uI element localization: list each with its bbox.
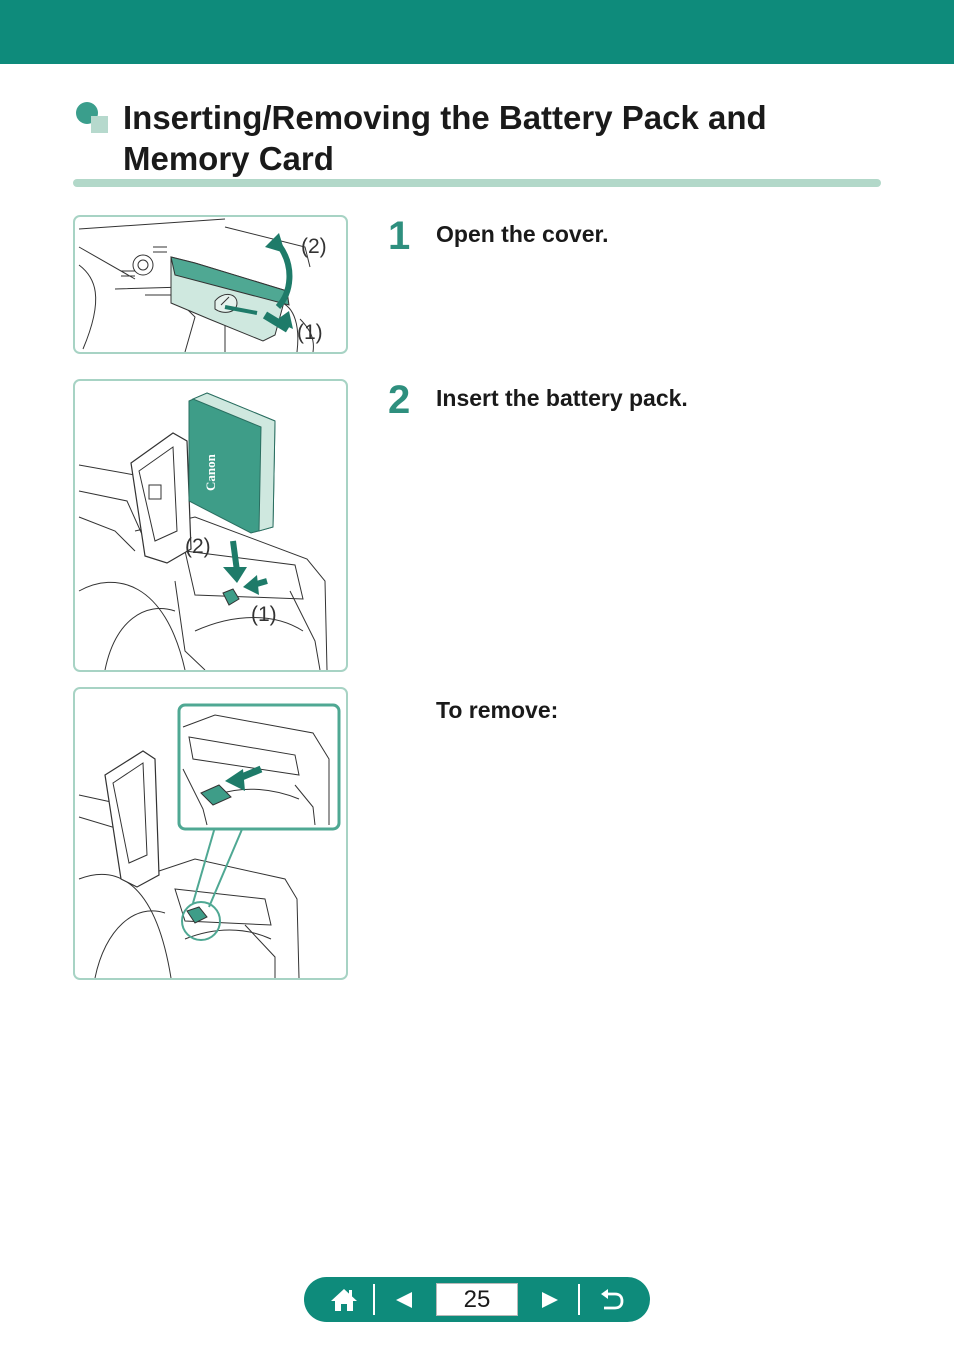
fig1-label-1: (1) [297, 321, 323, 344]
return-arrow-icon [601, 1288, 624, 1309]
step-2-text: Insert the battery pack. [436, 385, 688, 411]
triangle-left-icon [396, 1291, 412, 1308]
step-2-number: 2 [388, 378, 411, 422]
page-title: Inserting/Removing the Battery Pack and … [123, 99, 767, 177]
nav-separator [578, 1284, 580, 1315]
fig2-label-1: (1) [251, 603, 277, 626]
battery-brand: Canon [203, 453, 218, 491]
fig1-label-2: (2) [301, 235, 327, 258]
page-number: 25 [436, 1283, 518, 1316]
step-1-text: Open the cover. [436, 221, 609, 247]
illustration-open-cover: (2) (1) [73, 215, 348, 354]
triangle-right-icon [542, 1291, 558, 1308]
previous-page-button[interactable] [378, 1277, 430, 1322]
next-page-button[interactable] [524, 1277, 576, 1322]
illustration-remove-battery [73, 687, 348, 980]
home-icon [331, 1288, 357, 1311]
home-button[interactable] [316, 1277, 372, 1322]
illustration-insert-battery: Canon (2) (1) [73, 379, 348, 672]
return-button[interactable] [584, 1277, 640, 1322]
section-bullet-icon [76, 102, 110, 134]
page-navigation-bar: 25 [304, 1277, 650, 1322]
step-1-number: 1 [388, 214, 411, 258]
title-underline [73, 179, 881, 187]
remove-heading: To remove: [436, 697, 559, 723]
nav-separator [373, 1284, 375, 1315]
fig2-label-2: (2) [185, 535, 211, 558]
top-header-bar [0, 0, 954, 64]
